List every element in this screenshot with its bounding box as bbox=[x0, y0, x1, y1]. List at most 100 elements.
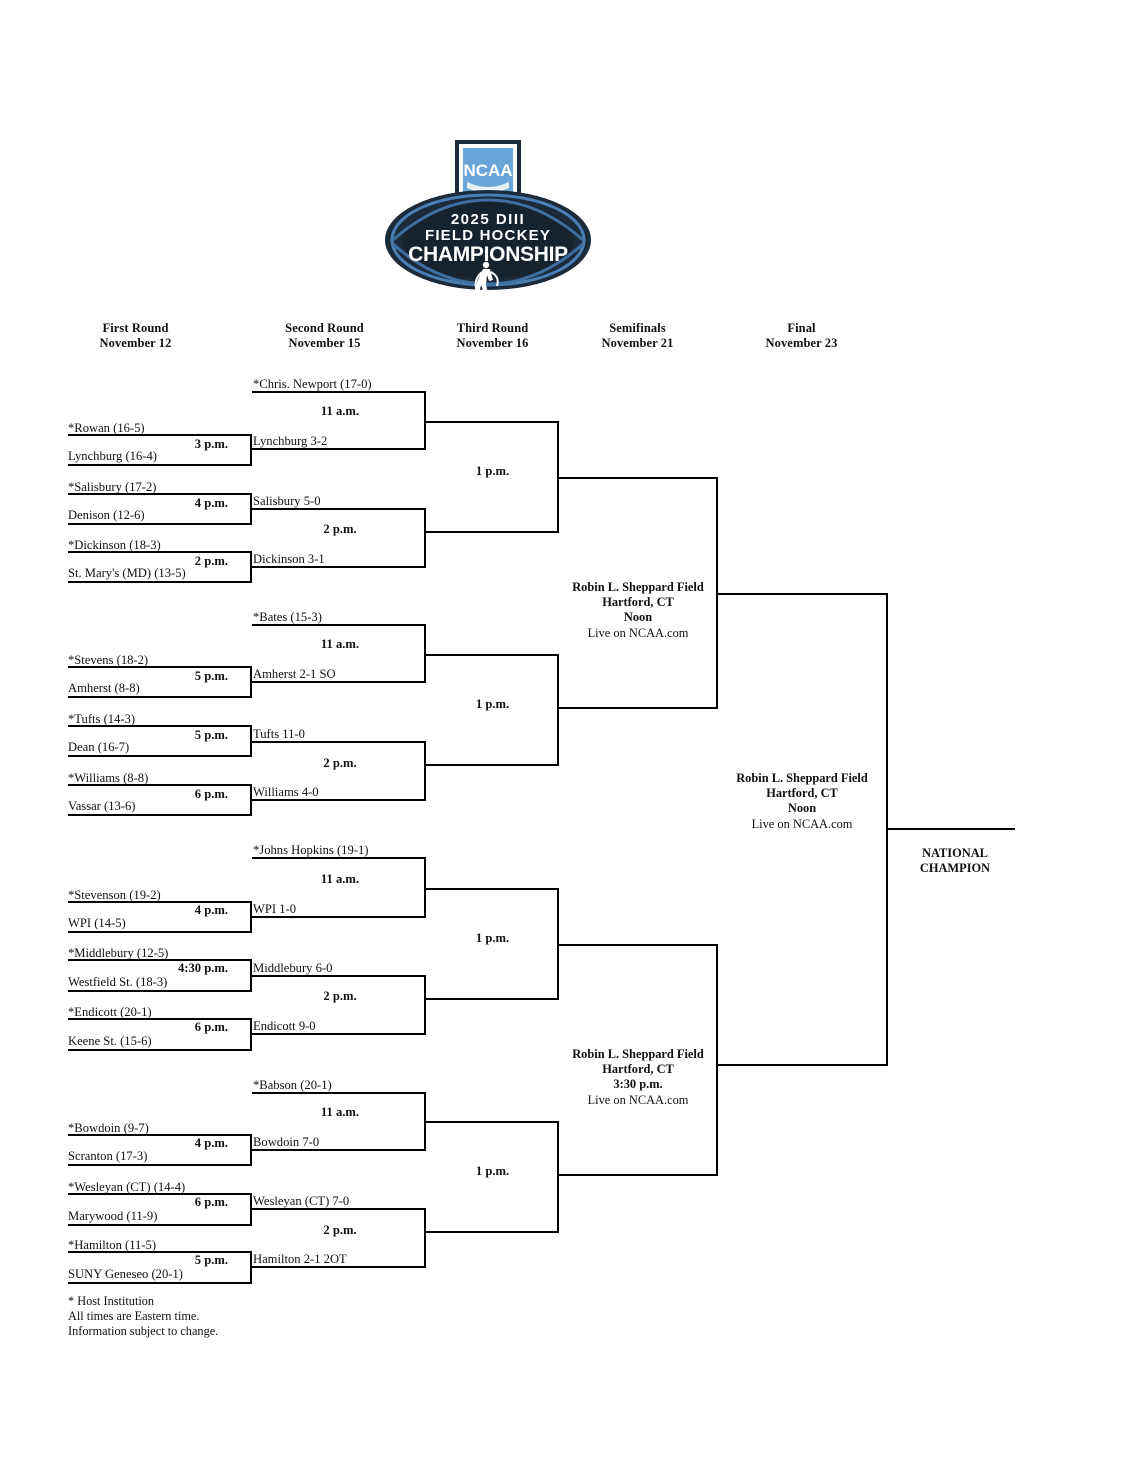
sr-time: 11 a.m. bbox=[320, 637, 360, 651]
sr-line-bottom bbox=[252, 1149, 426, 1151]
sr-team-bottom: Amherst 2-1 SO bbox=[253, 667, 336, 681]
fr-team-top: *Rowan (16-5) bbox=[68, 421, 145, 435]
final-venue-name: Robin L. Sheppard Field bbox=[736, 771, 868, 785]
fr-line-bottom bbox=[68, 464, 252, 466]
tr-time: 1 p.m. bbox=[475, 1164, 510, 1178]
sr-line-bottom bbox=[252, 1266, 426, 1268]
sr-line-bottom bbox=[252, 799, 426, 801]
fr-line-right bbox=[250, 959, 252, 991]
fr-team-top: *Dickinson (18-3) bbox=[68, 538, 161, 552]
sr-team-bottom: Endicott 9-0 bbox=[253, 1019, 316, 1033]
tr-time: 1 p.m. bbox=[475, 697, 510, 711]
fr-time: 3 p.m. bbox=[194, 437, 228, 451]
tr-line-bottom bbox=[426, 531, 559, 533]
fr-time: 2 p.m. bbox=[194, 554, 228, 568]
footnote-changes: Information subject to change. bbox=[68, 1324, 219, 1338]
sr-team-bottom: Bowdoin 7-0 bbox=[253, 1135, 320, 1149]
fr-line-right bbox=[250, 493, 252, 525]
footnote-host: * Host Institution bbox=[68, 1294, 155, 1308]
fr-line-bottom bbox=[68, 696, 252, 698]
fr-line-top bbox=[68, 901, 252, 903]
tr-line-right bbox=[557, 888, 559, 1000]
sr-team-top: Salisbury 5-0 bbox=[253, 494, 321, 508]
fr-line-top bbox=[68, 434, 252, 436]
sr-time: 11 a.m. bbox=[320, 1105, 360, 1119]
tr-line-bottom bbox=[426, 1231, 559, 1233]
fr-team-bottom: St. Mary's (MD) (13-5) bbox=[68, 566, 186, 580]
tr-line-right bbox=[557, 421, 559, 533]
tr-time: 1 p.m. bbox=[475, 464, 510, 478]
tr-line-bottom bbox=[426, 764, 559, 766]
tr-line-bottom bbox=[426, 998, 559, 1000]
sr-line-bottom bbox=[252, 566, 426, 568]
fr-line-bottom bbox=[68, 581, 252, 583]
fr-line-top bbox=[68, 784, 252, 786]
fr-time: 5 p.m. bbox=[194, 1253, 228, 1267]
sf-line-bottom bbox=[559, 707, 718, 709]
sf-time: Noon bbox=[623, 610, 653, 625]
round-date: November 16 bbox=[456, 336, 529, 350]
round-header-third: Third Round November 16 bbox=[430, 321, 555, 351]
sr-team-top: *Babson (20-1) bbox=[253, 1078, 332, 1092]
fr-team-bottom: Marywood (11-9) bbox=[68, 1209, 158, 1223]
round-header-final: Final November 23 bbox=[739, 321, 864, 351]
semifinal-info-upper: Robin L. Sheppard Field Hartford, CT Noo… bbox=[548, 580, 728, 641]
round-date: November 12 bbox=[99, 336, 172, 350]
sr-line-bottom bbox=[252, 1033, 426, 1035]
fr-time: 5 p.m. bbox=[194, 669, 228, 683]
round-header-second: Second Round November 15 bbox=[262, 321, 387, 351]
sr-time: 2 p.m. bbox=[323, 989, 357, 1003]
fr-team-top: *Wesleyan (CT) (14-4) bbox=[68, 1180, 186, 1194]
round-date: November 21 bbox=[601, 336, 674, 350]
semifinal-info-lower: Robin L. Sheppard Field Hartford, CT 3:3… bbox=[548, 1047, 728, 1108]
final-line-top bbox=[718, 593, 888, 595]
tr-time: 1 p.m. bbox=[475, 931, 510, 945]
champion-line2: CHAMPION bbox=[919, 860, 991, 875]
footnote-times: All times are Eastern time. bbox=[68, 1309, 200, 1323]
sf-city: Hartford, CT bbox=[602, 595, 674, 610]
ncaa-logo-text: NCAA bbox=[463, 161, 512, 180]
sf-city: Hartford, CT bbox=[602, 1062, 674, 1077]
fr-team-top: *Stevenson (19-2) bbox=[68, 888, 161, 902]
fr-team-bottom: WPI (14-5) bbox=[68, 916, 126, 930]
final-city: Hartford, CT bbox=[766, 786, 838, 801]
sr-time: 2 p.m. bbox=[323, 1223, 357, 1237]
round-name: Second Round bbox=[285, 321, 364, 335]
sr-line-right bbox=[424, 1092, 426, 1151]
sr-team-bottom: Lynchburg 3-2 bbox=[253, 434, 328, 448]
sr-line-right bbox=[424, 975, 426, 1034]
fr-line-top bbox=[68, 1018, 252, 1020]
sf-line-top bbox=[559, 477, 718, 479]
fr-line-bottom bbox=[68, 1049, 252, 1051]
fr-line-top bbox=[68, 725, 252, 727]
tr-line-top bbox=[426, 654, 559, 656]
fr-team-top: *Williams (8-8) bbox=[68, 771, 149, 785]
field-hockey-player-icon bbox=[474, 261, 499, 293]
fr-team-top: *Bowdoin (9-7) bbox=[68, 1121, 149, 1135]
fr-line-bottom bbox=[68, 990, 252, 992]
fr-line-top bbox=[68, 666, 252, 668]
final-time: Noon bbox=[787, 801, 817, 816]
sr-line-right bbox=[424, 857, 426, 916]
fr-team-bottom: Vassar (13-6) bbox=[68, 799, 136, 813]
fr-team-top: *Tufts (14-3) bbox=[68, 712, 136, 726]
sr-line-top bbox=[252, 1208, 426, 1210]
fr-line-right bbox=[250, 1134, 252, 1166]
fr-line-right bbox=[250, 901, 252, 933]
fr-time: 6 p.m. bbox=[194, 787, 228, 801]
round-header-first: First Round November 12 bbox=[73, 321, 198, 351]
sr-line-top bbox=[252, 624, 426, 626]
fr-line-top bbox=[68, 493, 252, 495]
sr-time: 11 a.m. bbox=[320, 404, 360, 418]
sr-line-top bbox=[252, 1092, 426, 1094]
sr-team-top: *Johns Hopkins (19-1) bbox=[253, 843, 369, 857]
sf-broadcast: Live on NCAA.com bbox=[587, 625, 689, 640]
sf-time: 3:30 p.m. bbox=[613, 1077, 663, 1092]
sr-line-right bbox=[424, 1208, 426, 1267]
fr-team-bottom: Westfield St. (18-3) bbox=[68, 975, 168, 989]
fr-line-bottom bbox=[68, 1164, 252, 1166]
sr-time: 11 a.m. bbox=[320, 872, 360, 886]
sr-team-bottom: Hamilton 2-1 2OT bbox=[253, 1252, 347, 1266]
tr-line-right bbox=[557, 654, 559, 766]
